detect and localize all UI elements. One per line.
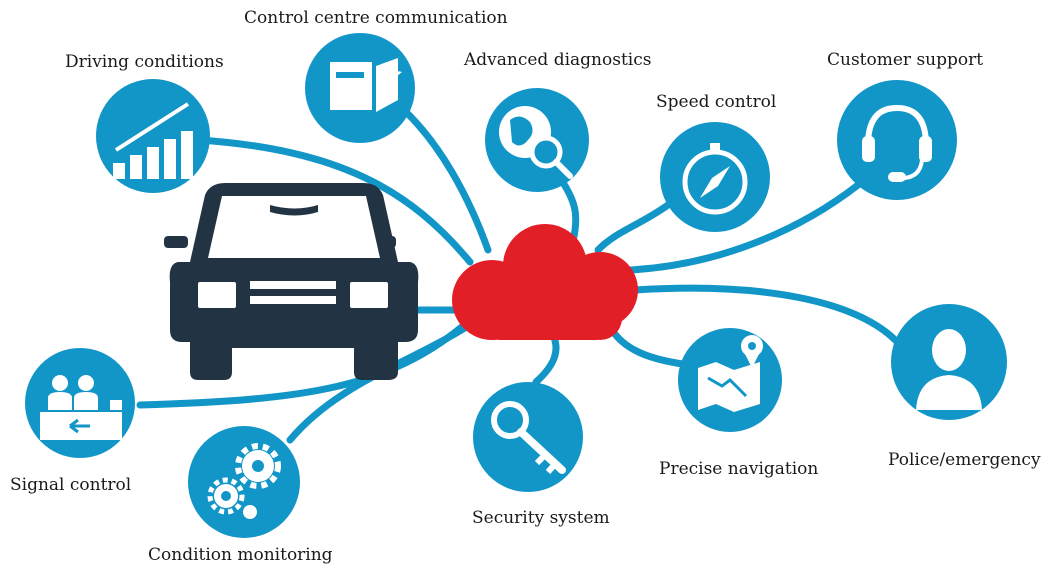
package-box-icon xyxy=(330,58,402,112)
node-control-centre-communication xyxy=(305,33,415,143)
connector-police-emergency xyxy=(631,284,904,349)
label-driving-conditions: Driving conditions xyxy=(65,52,224,72)
node-police-emergency xyxy=(891,304,1007,420)
compass-icon xyxy=(682,143,748,215)
connector-customer-support xyxy=(626,181,862,274)
label-speed-control: Speed control xyxy=(656,92,777,112)
globe-magnifier-icon xyxy=(499,106,573,179)
node-speed-control xyxy=(660,122,770,232)
label-customer-support: Customer support xyxy=(827,50,984,70)
connector-precise-navigation xyxy=(608,326,694,369)
node-driving-conditions xyxy=(96,79,210,193)
map-pin-icon xyxy=(698,335,763,412)
label-security-system: Security system xyxy=(472,508,610,528)
label-signal-control: Signal control xyxy=(10,475,132,495)
node-precise-navigation xyxy=(678,328,782,432)
people-arrow-icon xyxy=(40,375,122,440)
headset-icon xyxy=(862,104,932,182)
node-signal-control xyxy=(25,348,135,458)
node-customer-support xyxy=(837,80,957,200)
connector-security-system xyxy=(532,331,560,386)
label-advanced-diagnostics: Advanced diagnostics xyxy=(464,50,652,70)
car-icon xyxy=(164,183,419,380)
connector-speed-control xyxy=(594,201,672,254)
person-icon xyxy=(916,329,982,410)
label-control-centre-communication: Control centre communication xyxy=(244,8,508,28)
node-condition-monitoring xyxy=(188,426,300,538)
node-advanced-diagnostics xyxy=(485,88,589,192)
bar-chart-icon xyxy=(113,102,193,179)
label-police-emergency: Police/emergency xyxy=(888,450,1041,470)
label-condition-monitoring: Condition monitoring xyxy=(148,545,333,565)
connector-control-centre-communication xyxy=(391,98,492,254)
label-precise-navigation: Precise navigation xyxy=(659,459,819,479)
connector-signal-control xyxy=(136,316,474,409)
gears-icon xyxy=(207,443,281,519)
node-security-system xyxy=(473,382,583,492)
key-icon xyxy=(491,401,566,474)
cloud-icon xyxy=(452,224,638,340)
connector-driving-conditions xyxy=(196,136,474,266)
